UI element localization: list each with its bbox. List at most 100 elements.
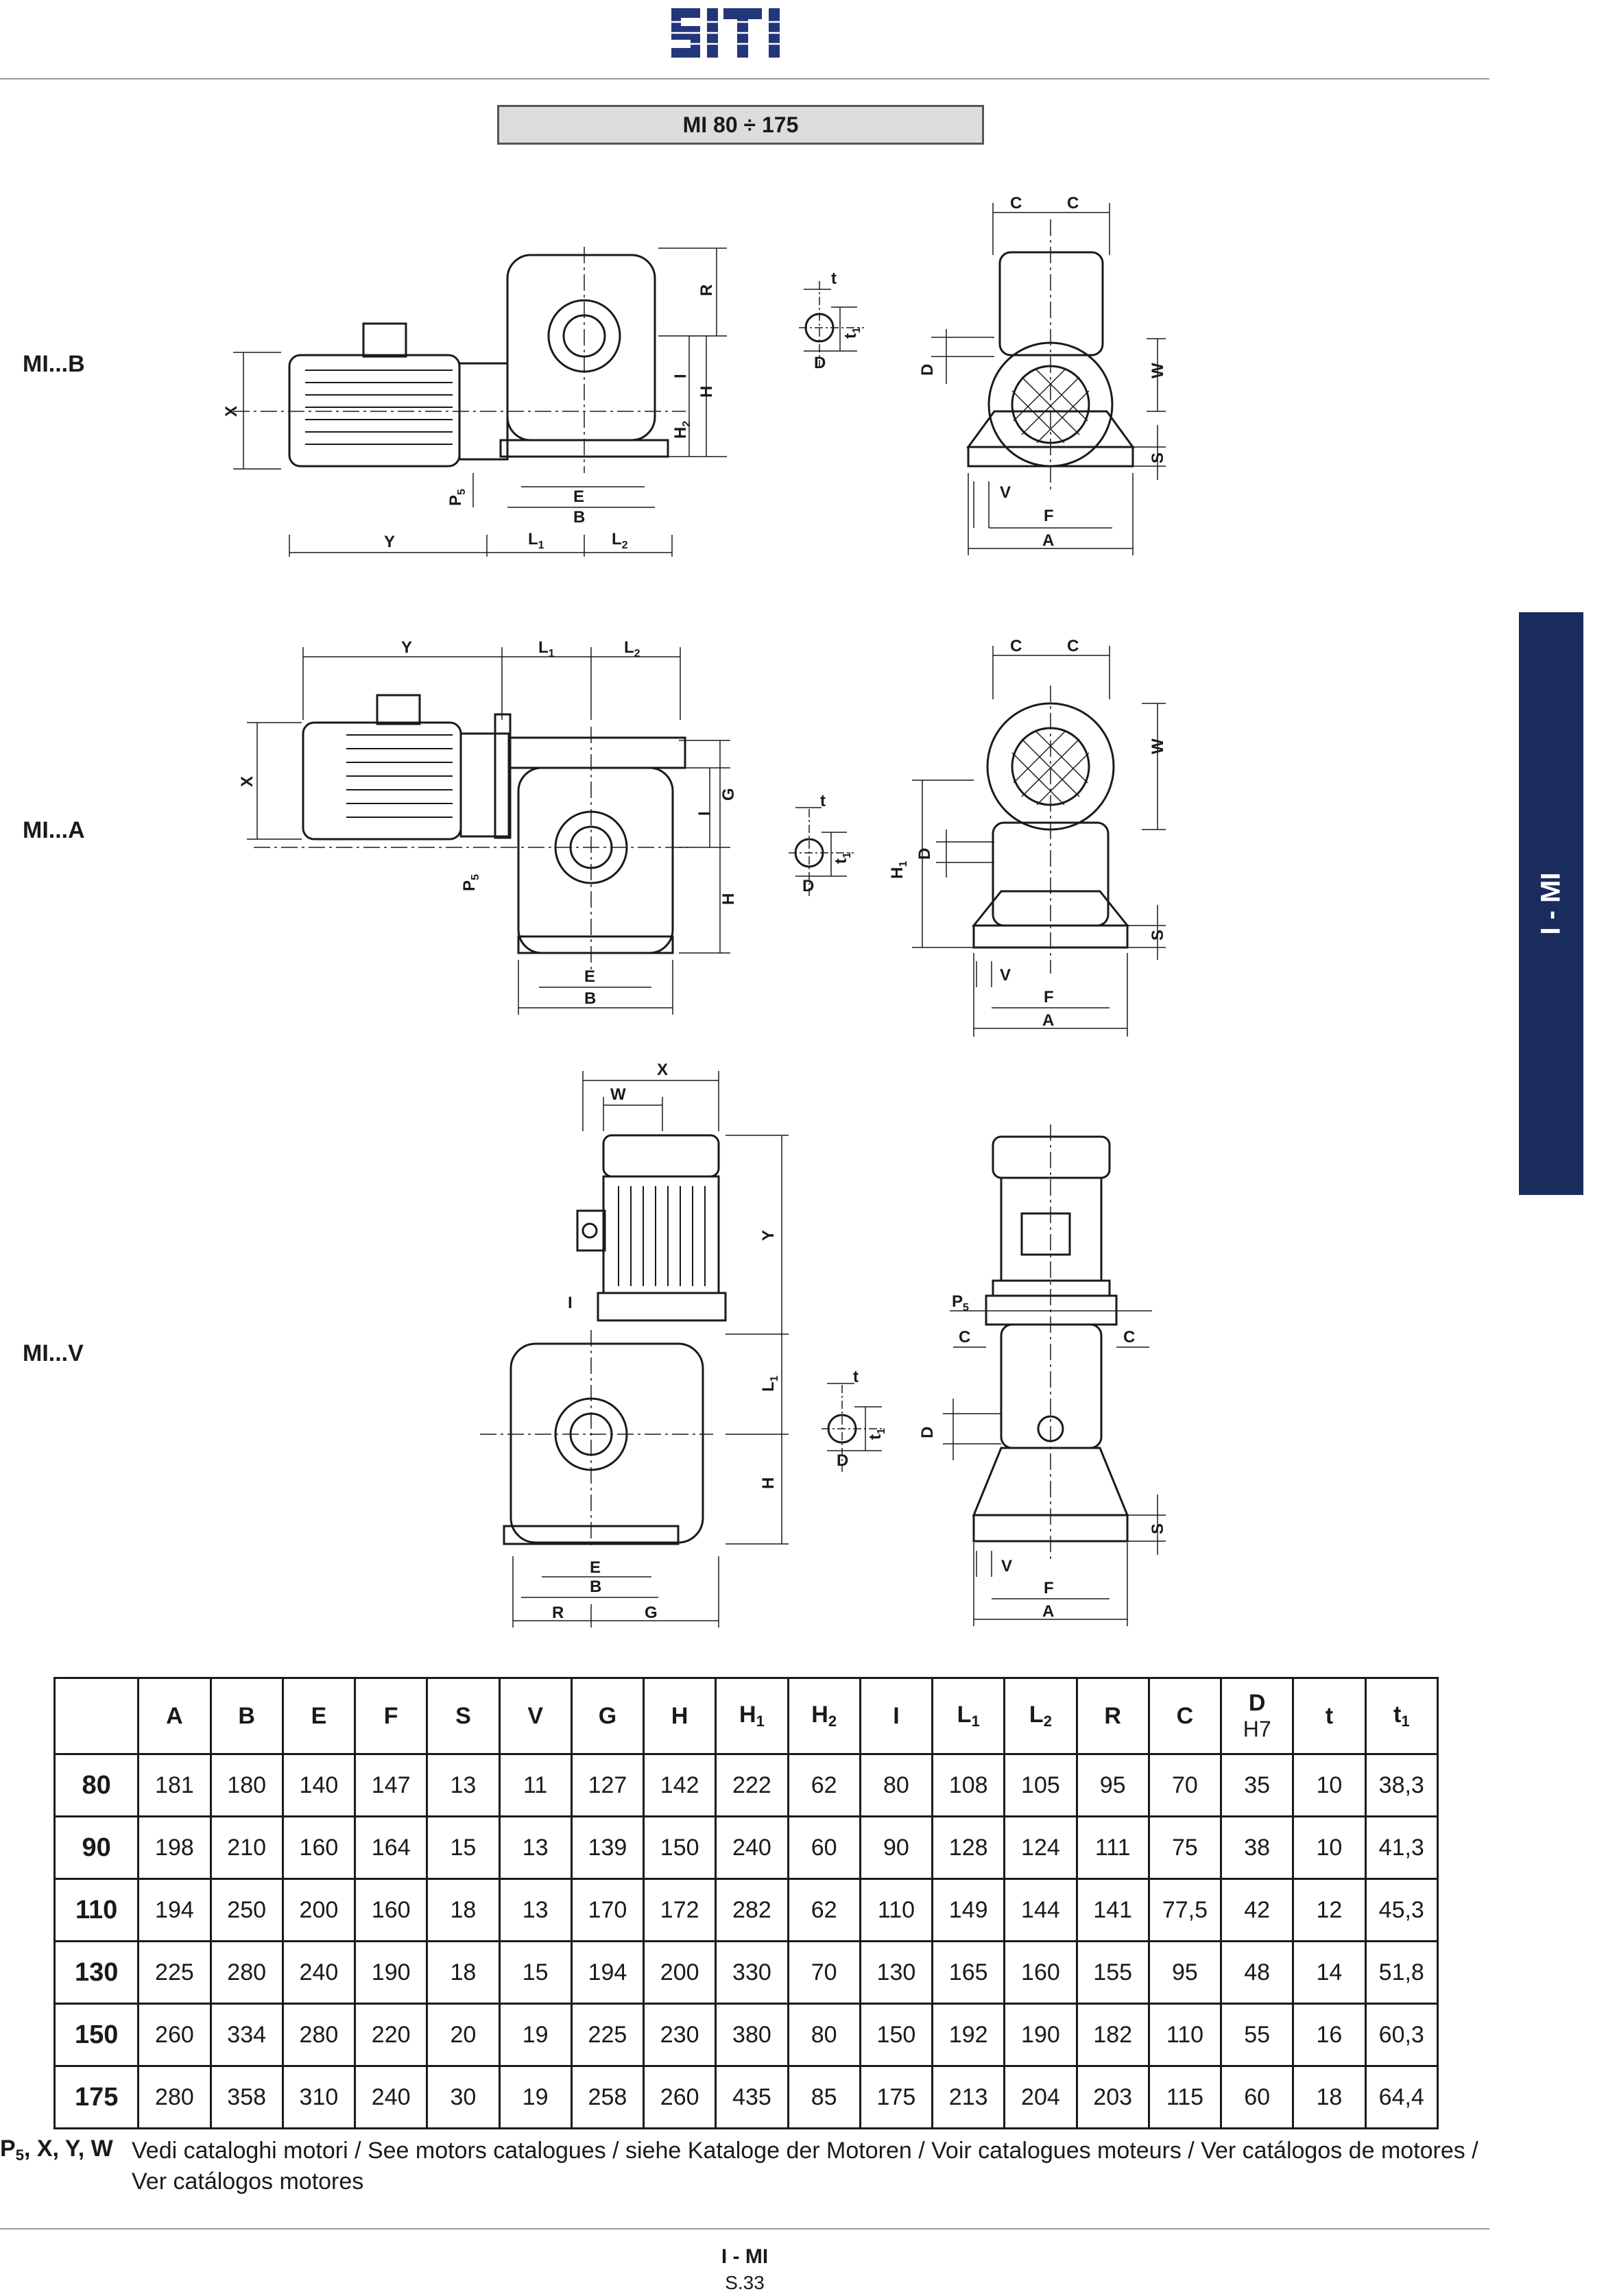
table-cell: 80 <box>859 1753 934 1817</box>
header-size <box>53 1677 140 1755</box>
footer-divider <box>0 2228 1489 2229</box>
table-cell: 128 <box>931 1815 1006 1880</box>
table-cell: 310 <box>281 2065 357 2129</box>
table-cell: 45,3 <box>1364 1878 1439 1942</box>
table-cell: 13 <box>498 1815 573 1880</box>
dim-label-i: I <box>568 1294 573 1312</box>
table-cell: 95 <box>1075 1753 1150 1817</box>
dim-label-d: D <box>918 1427 937 1438</box>
table-cell: 14 <box>1292 1940 1367 2005</box>
dim-label-d: D <box>918 364 937 376</box>
table-cell: 190 <box>1003 2003 1078 2067</box>
dim-label-h: H <box>697 386 716 398</box>
table-cell: 198 <box>137 1815 212 1880</box>
dim-label-f: F <box>1044 507 1054 525</box>
table-cell: 10 <box>1292 1815 1367 1880</box>
dim-label-c-left: C <box>1010 637 1022 655</box>
table-cell: 141 <box>1075 1878 1150 1942</box>
table-cell: 16 <box>1292 2003 1367 2067</box>
dim-label-a: A <box>1042 1011 1054 1030</box>
table-cell-size: 80 <box>53 1753 140 1817</box>
dim-label-a: A <box>1042 531 1054 550</box>
table-cell: 108 <box>931 1753 1006 1817</box>
dim-label-c-right: C <box>1067 194 1079 213</box>
dim-label-p5: P5 <box>446 489 468 506</box>
dim-label-e: E <box>584 967 595 986</box>
dim-label-l1: L1 <box>528 530 544 551</box>
table-cell: 110 <box>859 1878 934 1942</box>
table-cell: 19 <box>498 2003 573 2067</box>
table-cell: 55 <box>1220 2003 1295 2067</box>
table-cell: 225 <box>137 1940 212 2005</box>
dim-label-v: V <box>1000 483 1011 502</box>
footnote-label: P5, X, Y, W <box>0 2136 113 2164</box>
table-cell: 139 <box>570 1815 645 1880</box>
header-v: V <box>498 1677 573 1755</box>
table-cell: 60 <box>1220 2065 1295 2129</box>
dim-label-h1: H1 <box>888 861 909 879</box>
shaft-label-t1: t1 <box>841 327 863 339</box>
table-cell: 18 <box>426 1878 501 1942</box>
table-cell: 30 <box>426 2065 501 2129</box>
header-i: I <box>859 1677 934 1755</box>
technical-drawings: R H I H2 X P5 E B Y L1 L2 t t1 D <box>222 194 1167 1628</box>
table-cell: 435 <box>715 2065 789 2129</box>
table-cell: 230 <box>643 2003 717 2067</box>
table-cell: 124 <box>1003 1815 1078 1880</box>
table-cell: 150 <box>643 1815 717 1880</box>
table-cell: 181 <box>137 1753 212 1817</box>
table-cell: 115 <box>1147 2065 1223 2129</box>
header-l1: L1 <box>931 1677 1006 1755</box>
table-cell: 111 <box>1075 1815 1150 1880</box>
table-cell: 240 <box>281 1940 357 2005</box>
dim-label-y: Y <box>759 1230 778 1241</box>
header-d-tolerance: H7 <box>1243 1717 1271 1741</box>
shaft-label-t: t <box>831 269 837 288</box>
table-cell: 144 <box>1003 1878 1078 1942</box>
drawing-v-front: X W Y I L1 H E B R G <box>480 1061 789 1628</box>
table-cell: 334 <box>209 2003 284 2067</box>
table-cell: 175 <box>859 2065 934 2129</box>
table-cell: 13 <box>426 1753 501 1817</box>
header-b: B <box>209 1677 284 1755</box>
table-cell: 80 <box>787 2003 861 2067</box>
dim-label-b: B <box>573 508 585 527</box>
table-cell: 155 <box>1075 1940 1150 2005</box>
table-cell: 105 <box>1003 1753 1078 1817</box>
table-cell: 160 <box>1003 1940 1078 2005</box>
table-cell: 19 <box>498 2065 573 2129</box>
table-cell: 70 <box>1147 1753 1223 1817</box>
table-cell: 240 <box>354 2065 429 2129</box>
table-cell: 75 <box>1147 1815 1223 1880</box>
table-cell: 127 <box>570 1753 645 1817</box>
table-cell: 142 <box>643 1753 717 1817</box>
table-cell: 192 <box>931 2003 1006 2067</box>
table-cell: 203 <box>1075 2065 1150 2129</box>
table-cell: 13 <box>498 1878 573 1942</box>
dim-label-r: R <box>552 1604 564 1622</box>
section-tab: I - MI <box>1519 612 1583 1195</box>
shaft-label-t1: t1 <box>866 1428 887 1440</box>
header-h: H <box>643 1677 717 1755</box>
header-e: E <box>281 1677 357 1755</box>
dim-label-y: Y <box>384 533 395 551</box>
header-h1: H1 <box>715 1677 789 1755</box>
variant-label-a: MI...A <box>23 817 85 843</box>
drawing-v-shaft: t t1 D <box>822 1368 887 1474</box>
header-g: G <box>570 1677 645 1755</box>
table-cell: 172 <box>643 1878 717 1942</box>
header-f: F <box>354 1677 429 1755</box>
header-c: C <box>1147 1677 1223 1755</box>
table-cell: 62 <box>787 1753 861 1817</box>
table-cell-size: 110 <box>53 1878 140 1942</box>
table-cell: 165 <box>931 1940 1006 2005</box>
dim-label-g: G <box>719 788 738 801</box>
dim-label-h: H <box>719 893 738 905</box>
header-r: R <box>1075 1677 1150 1755</box>
table-cell: 18 <box>426 1940 501 2005</box>
dim-label-h: H <box>759 1477 778 1489</box>
dim-label-l2: L2 <box>624 638 640 660</box>
